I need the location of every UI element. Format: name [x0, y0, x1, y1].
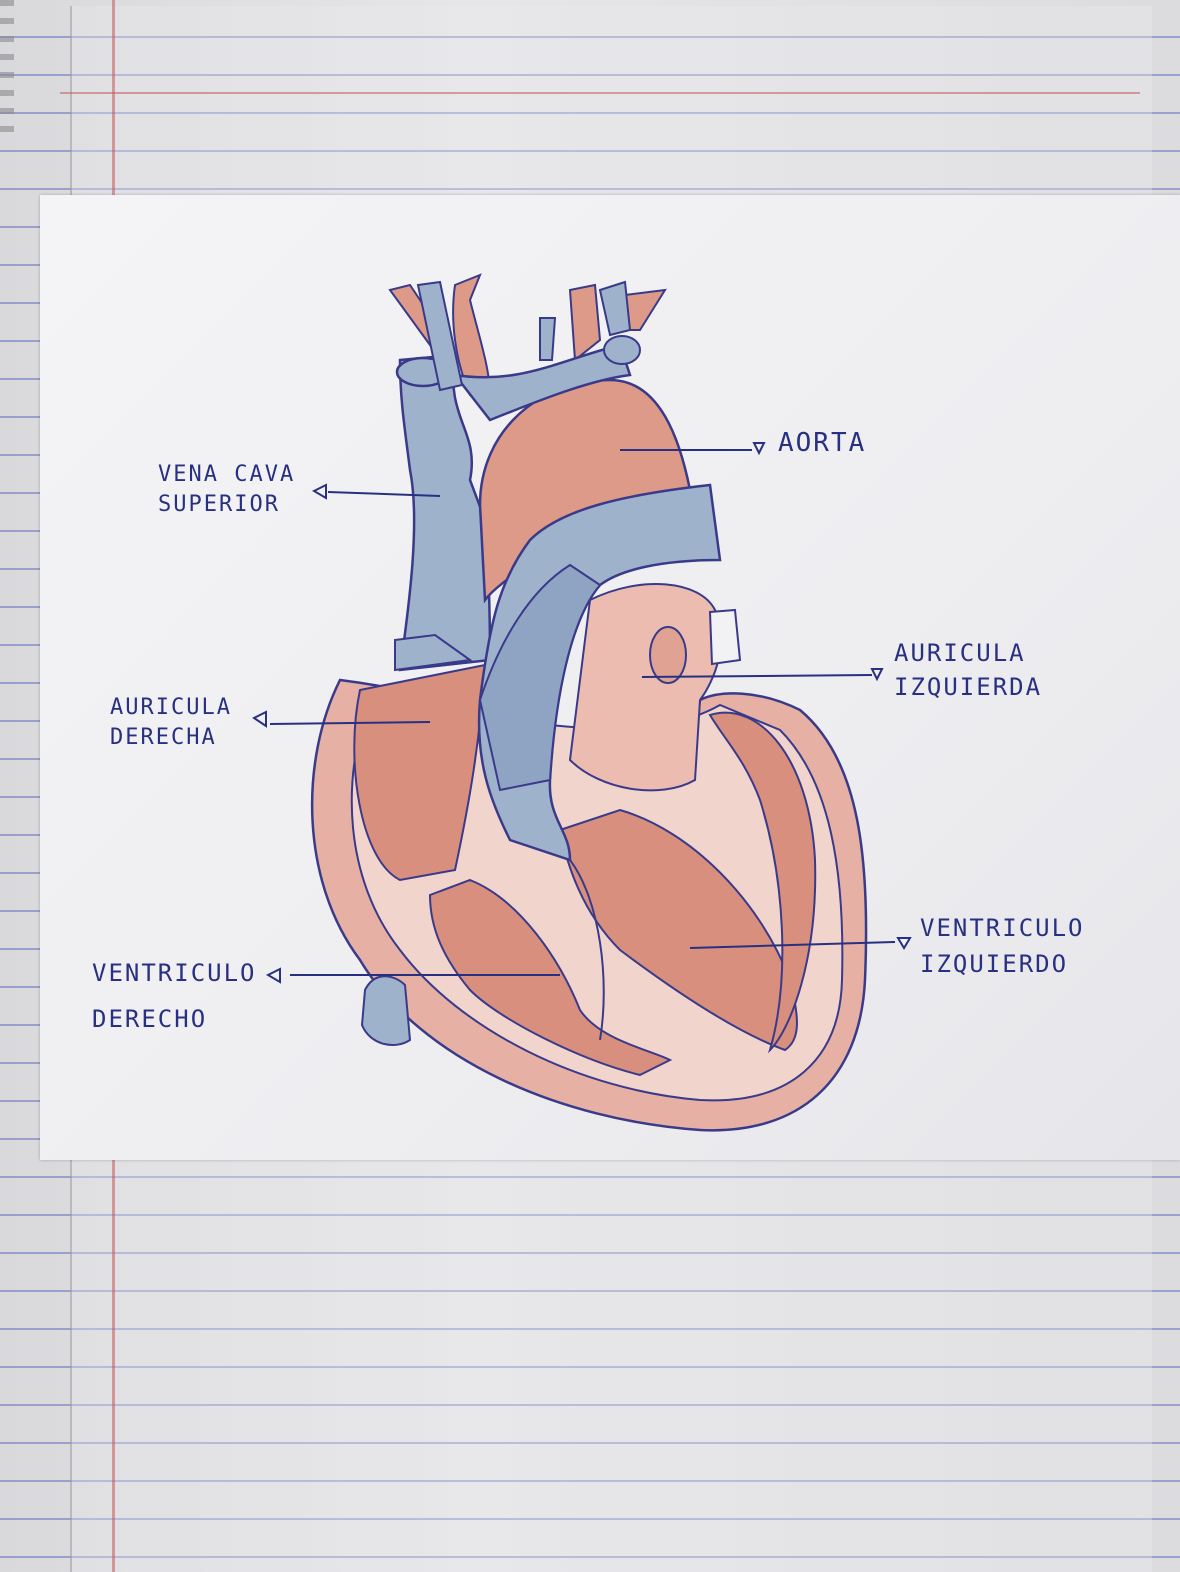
pointer-arrow-ventriculo-izquierdo: [898, 938, 910, 948]
label-auricula-izquierda: AURICULA IZQUIERDA: [894, 636, 1042, 704]
label-auricula-derecha: AURICULA DERECHA: [110, 693, 232, 753]
aortic-branch-2: [570, 285, 600, 360]
brachiocephalic-opening: [604, 336, 640, 364]
label-auricula-izquierda-line-2: IZQUIERDA: [894, 670, 1042, 704]
pointer-arrow-vena-cava: [314, 485, 326, 498]
blue-lower-patch: [362, 976, 410, 1045]
label-vena-cava-line-2: SUPERIOR: [158, 490, 295, 520]
left-atrium-tab: [710, 610, 740, 664]
label-ventriculo-izquierdo-line-2: IZQUIERDO: [920, 946, 1085, 982]
label-auricula-derecha-line-2: DERECHA: [110, 723, 232, 753]
label-auricula-izquierda-line-1: AURICULA: [894, 636, 1042, 670]
label-ventriculo-derecho-line-2: DERECHO: [92, 996, 257, 1042]
label-aorta: AORTA: [778, 428, 866, 458]
pointer-arrow-ventriculo-derecho: [268, 969, 280, 982]
label-vena-cava-line-1: VENA CAVA: [158, 460, 295, 490]
label-ventriculo-derecho: VENTRICULO DERECHO: [92, 950, 257, 1042]
pointer-arrow-auricula-izquierda: [872, 669, 882, 679]
vein-branch-mid: [540, 318, 555, 360]
vein-branch-right: [600, 282, 630, 335]
label-ventriculo-derecho-line-1: VENTRICULO: [92, 950, 257, 996]
pointer-arrow-auricula-derecha: [254, 712, 266, 726]
pointer-arrow-aorta: [754, 443, 764, 453]
label-ventriculo-izquierdo-line-1: VENTRICULO: [920, 910, 1085, 946]
label-vena-cava-superior: VENA CAVA SUPERIOR: [158, 460, 295, 520]
label-aorta-line-1: AORTA: [778, 428, 866, 458]
label-auricula-derecha-line-1: AURICULA: [110, 693, 232, 723]
label-ventriculo-izquierdo: VENTRICULO IZQUIERDO: [920, 910, 1085, 982]
pulmonary-vein-opening: [650, 627, 686, 683]
